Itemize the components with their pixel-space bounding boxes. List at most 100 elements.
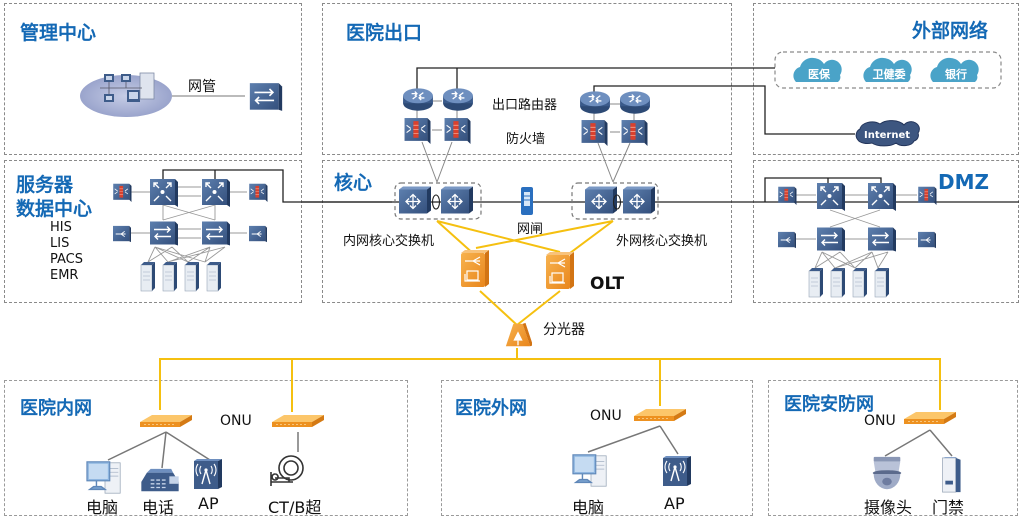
intranet-device-ct: CT/B超 <box>268 498 322 517</box>
cloud-bank-icon <box>930 57 979 82</box>
extranet-onu-label: ONU <box>590 408 622 424</box>
nms-label: 网管 <box>188 79 216 95</box>
dc-firewall-left-icon <box>112 183 132 202</box>
dc-server-4-icon <box>206 262 222 292</box>
access-control-icon <box>941 456 962 493</box>
dmz-firewall-left-icon <box>777 186 797 205</box>
outer-core-label: 外网核心交换机 <box>616 234 708 249</box>
firewall-4-icon <box>620 119 648 146</box>
dmz-access-switch-2-icon <box>867 226 897 253</box>
system-his: HIS <box>50 220 72 235</box>
inner-core-link-agg-icon <box>431 194 441 210</box>
intranet-device-phone: 电话 <box>142 498 175 517</box>
internet-label: Internet <box>864 130 910 141</box>
security-onu-icon <box>903 411 957 425</box>
fiber-links <box>159 220 941 412</box>
zone-external-network <box>753 3 1019 155</box>
intranet-links <box>107 431 299 469</box>
exit-router-3-icon <box>579 90 611 115</box>
cloud-health-commission-icon <box>863 57 912 82</box>
extranet-device-ap: AP <box>664 494 685 513</box>
security-links <box>884 429 953 457</box>
outer-core-switch-1-icon <box>584 186 618 215</box>
dmz-server-1-icon <box>808 268 824 298</box>
firewall-3-icon <box>580 119 608 146</box>
cloud-medical-insurance-icon <box>793 57 842 82</box>
zone-security <box>768 380 1018 516</box>
zone-extranet <box>441 380 753 516</box>
intranet-pc-icon <box>86 461 121 494</box>
zone-title-datacenter-1: 服务器 <box>16 174 74 196</box>
exit-links <box>416 67 855 183</box>
intranet-device-ap: AP <box>198 494 219 513</box>
extranet-pc-icon <box>572 454 607 487</box>
extranet-ap-icon <box>662 455 692 487</box>
firewall-1-icon <box>403 117 431 144</box>
firewall-label: 防火墙 <box>506 132 546 147</box>
network-gap-icon <box>520 186 534 216</box>
external-clouds-group <box>774 51 1002 89</box>
nms-switch-icon <box>248 82 284 112</box>
olt-2-icon <box>545 251 575 290</box>
intranet-ct-icon <box>270 455 304 487</box>
dmz-core-switch-1-icon <box>816 182 846 212</box>
dmz-server-4-icon <box>874 268 890 298</box>
zone-management <box>4 3 302 155</box>
internet-cloud-icon <box>855 120 920 147</box>
exit-router-1-icon <box>402 87 434 112</box>
system-pacs: PACS <box>50 252 84 267</box>
dmz-server-2-icon <box>830 268 846 298</box>
exit-router-4-icon <box>619 90 651 115</box>
extranet-device-pc: 电脑 <box>572 498 605 517</box>
dmz-lb-right-icon <box>917 231 937 249</box>
outer-core-switch-2-icon <box>622 186 656 215</box>
inner-core-switch-1-icon <box>398 186 432 215</box>
zone-datacenter <box>4 160 302 303</box>
dmz-core-switch-2-icon <box>867 182 897 212</box>
outer-core-group <box>571 182 659 220</box>
inner-core-label: 内网核心交换机 <box>343 234 435 249</box>
inner-core-switch-2-icon <box>440 186 474 215</box>
cloud-label-2: 卫健委 <box>873 67 907 81</box>
exit-router-label: 出口路由器 <box>492 98 558 113</box>
olt-1-icon <box>460 249 490 288</box>
zone-title-management: 管理中心 <box>20 22 97 44</box>
dc-core-switch-1-icon <box>149 178 179 208</box>
zone-hospital-exit <box>322 3 732 155</box>
optical-splitter-icon <box>505 322 532 347</box>
dc-server-3-icon <box>184 262 200 292</box>
dc-server-1-icon <box>140 262 156 292</box>
security-device-access: 门禁 <box>932 498 965 517</box>
intranet-onu-label: ONU <box>220 413 252 429</box>
intranet-device-pc: 电脑 <box>86 498 119 517</box>
intranet-onu-1-icon <box>139 414 193 428</box>
cloud-label-1: 医保 <box>808 67 831 81</box>
system-emr: EMR <box>50 268 79 283</box>
dc-lb-left-icon <box>112 225 132 243</box>
zone-title-extranet: 医院外网 <box>455 398 527 419</box>
zone-title-core: 核心 <box>334 172 373 194</box>
exit-router-2-icon <box>442 87 474 112</box>
intranet-phone-icon <box>140 468 180 492</box>
extranet-links <box>587 425 679 455</box>
system-lis: LIS <box>50 236 70 251</box>
security-device-camera: 摄像头 <box>864 498 913 517</box>
splitter-label: 分光器 <box>543 322 585 338</box>
zone-title-external: 外部网络 <box>912 20 989 42</box>
zone-intranet <box>4 380 408 516</box>
zone-title-security: 医院安防网 <box>784 394 874 415</box>
zone-title-intranet: 医院内网 <box>20 398 92 419</box>
dc-core-switch-2-icon <box>201 178 231 208</box>
dmz-server-3-icon <box>852 268 868 298</box>
dmz-access-switch-1-icon <box>816 226 846 253</box>
zone-title-dmz: DMZ <box>938 170 990 194</box>
dmz-lb-left-icon <box>777 231 797 249</box>
zone-core <box>322 160 732 303</box>
security-onu-label: ONU <box>864 413 896 429</box>
outer-core-link-agg-icon <box>612 194 622 210</box>
firewall-2-icon <box>443 117 471 144</box>
intranet-onu-2-icon <box>271 414 325 428</box>
nms-lan-icon <box>80 72 172 117</box>
olt-label: OLT <box>590 274 625 294</box>
